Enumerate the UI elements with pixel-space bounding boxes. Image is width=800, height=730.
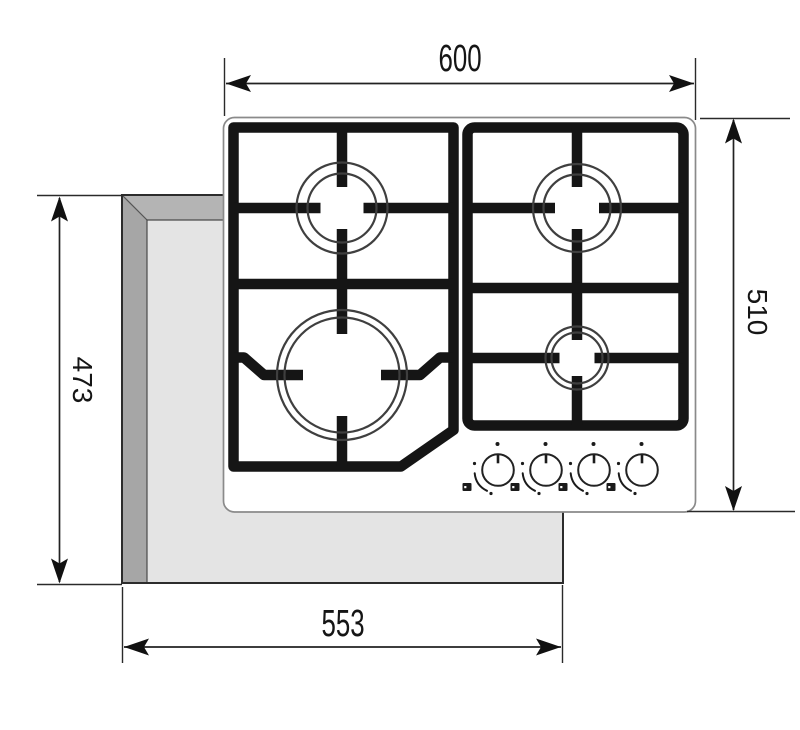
knob-circle[interactable] bbox=[481, 453, 515, 487]
knob-scale-dot bbox=[537, 491, 541, 496]
arrowhead-left-icon bbox=[226, 75, 251, 92]
knob-scale-arc bbox=[521, 472, 536, 492]
arrowhead-left-icon bbox=[124, 638, 149, 656]
burner-outer-ring bbox=[531, 162, 623, 254]
knob-indicator bbox=[544, 454, 548, 464]
knob-scale-dot bbox=[489, 491, 493, 496]
burner-bottom-left-wok bbox=[275, 308, 409, 442]
burner-inner-ring bbox=[283, 316, 401, 434]
knob-scale-dot bbox=[568, 461, 573, 466]
burner-selector-icon bbox=[462, 483, 472, 491]
arrowhead-down-icon bbox=[51, 558, 68, 584]
burner-top-right bbox=[531, 162, 623, 254]
dimension-hob-depth-label: 510 bbox=[742, 289, 773, 336]
knob-scale-dot bbox=[472, 461, 477, 466]
hob-body bbox=[222, 116, 697, 513]
arrowhead-right-icon bbox=[669, 75, 694, 92]
hob-top-panel bbox=[222, 116, 697, 513]
knob-circle[interactable] bbox=[529, 453, 563, 487]
left-grate-frame bbox=[228, 122, 459, 472]
burner-outer-ring bbox=[295, 161, 389, 255]
burner-selector-icon-dot bbox=[512, 486, 515, 489]
control-knob-2[interactable] bbox=[510, 442, 563, 496]
knob-scale-arc bbox=[569, 472, 584, 492]
knob-indicator bbox=[640, 454, 644, 464]
right-grate bbox=[462, 122, 689, 431]
burner-selector-icon bbox=[558, 483, 568, 491]
dimension-hob-width: 600 bbox=[223, 37, 697, 120]
burner-selector-icon-dot bbox=[560, 486, 563, 489]
bevel-miter-line bbox=[121, 194, 148, 221]
dimension-hob-depth: 510 bbox=[687, 117, 795, 513]
control-knob-3[interactable] bbox=[558, 442, 611, 496]
control-panel bbox=[462, 442, 659, 496]
dimension-cutout-depth-label: 473 bbox=[67, 357, 98, 404]
knob-top-dot bbox=[639, 442, 644, 446]
dimension-cutout-depth: 473 bbox=[37, 194, 122, 586]
knob-top-dot bbox=[591, 442, 596, 446]
burner-inner-ring bbox=[542, 173, 612, 243]
dimension-hob-width-label: 600 bbox=[438, 37, 481, 79]
knob-scale-dot bbox=[616, 461, 621, 466]
burner-outer-ring bbox=[275, 308, 409, 442]
knob-top-dot bbox=[543, 442, 548, 446]
burner-bottom-right bbox=[544, 325, 610, 391]
knob-scale-dot bbox=[520, 461, 525, 466]
knob-scale-dot bbox=[585, 491, 589, 496]
burner-outer-ring bbox=[544, 325, 610, 391]
knob-scale-arc bbox=[473, 472, 488, 492]
burner-selector-icon-dot bbox=[608, 486, 611, 489]
burner-top-left bbox=[295, 161, 389, 255]
burner-inner-ring bbox=[306, 172, 378, 244]
arrowhead-up-icon bbox=[51, 196, 68, 222]
knob-circle[interactable] bbox=[577, 453, 611, 487]
cutout-panel-bevel-left bbox=[122, 195, 147, 583]
control-knob-1[interactable] bbox=[462, 442, 515, 496]
knob-scale-arc bbox=[617, 472, 632, 492]
dimension-cutout-width: 553 bbox=[121, 585, 564, 663]
arrowhead-down-icon bbox=[725, 486, 742, 511]
burner-selector-icon-dot bbox=[464, 486, 467, 489]
arrowhead-right-icon bbox=[536, 638, 561, 656]
knob-scale-dot bbox=[633, 491, 637, 496]
dimension-cutout-width-label: 553 bbox=[321, 602, 364, 644]
burner-selector-icon bbox=[510, 483, 520, 491]
knob-indicator bbox=[496, 454, 500, 464]
knob-circle[interactable] bbox=[625, 453, 659, 487]
knob-top-dot bbox=[495, 442, 500, 446]
burner-selector-icon bbox=[606, 483, 616, 491]
knob-indicator bbox=[592, 454, 596, 464]
control-knob-4[interactable] bbox=[606, 442, 659, 496]
arrowhead-up-icon bbox=[725, 118, 742, 144]
burner-inner-ring bbox=[550, 331, 604, 385]
